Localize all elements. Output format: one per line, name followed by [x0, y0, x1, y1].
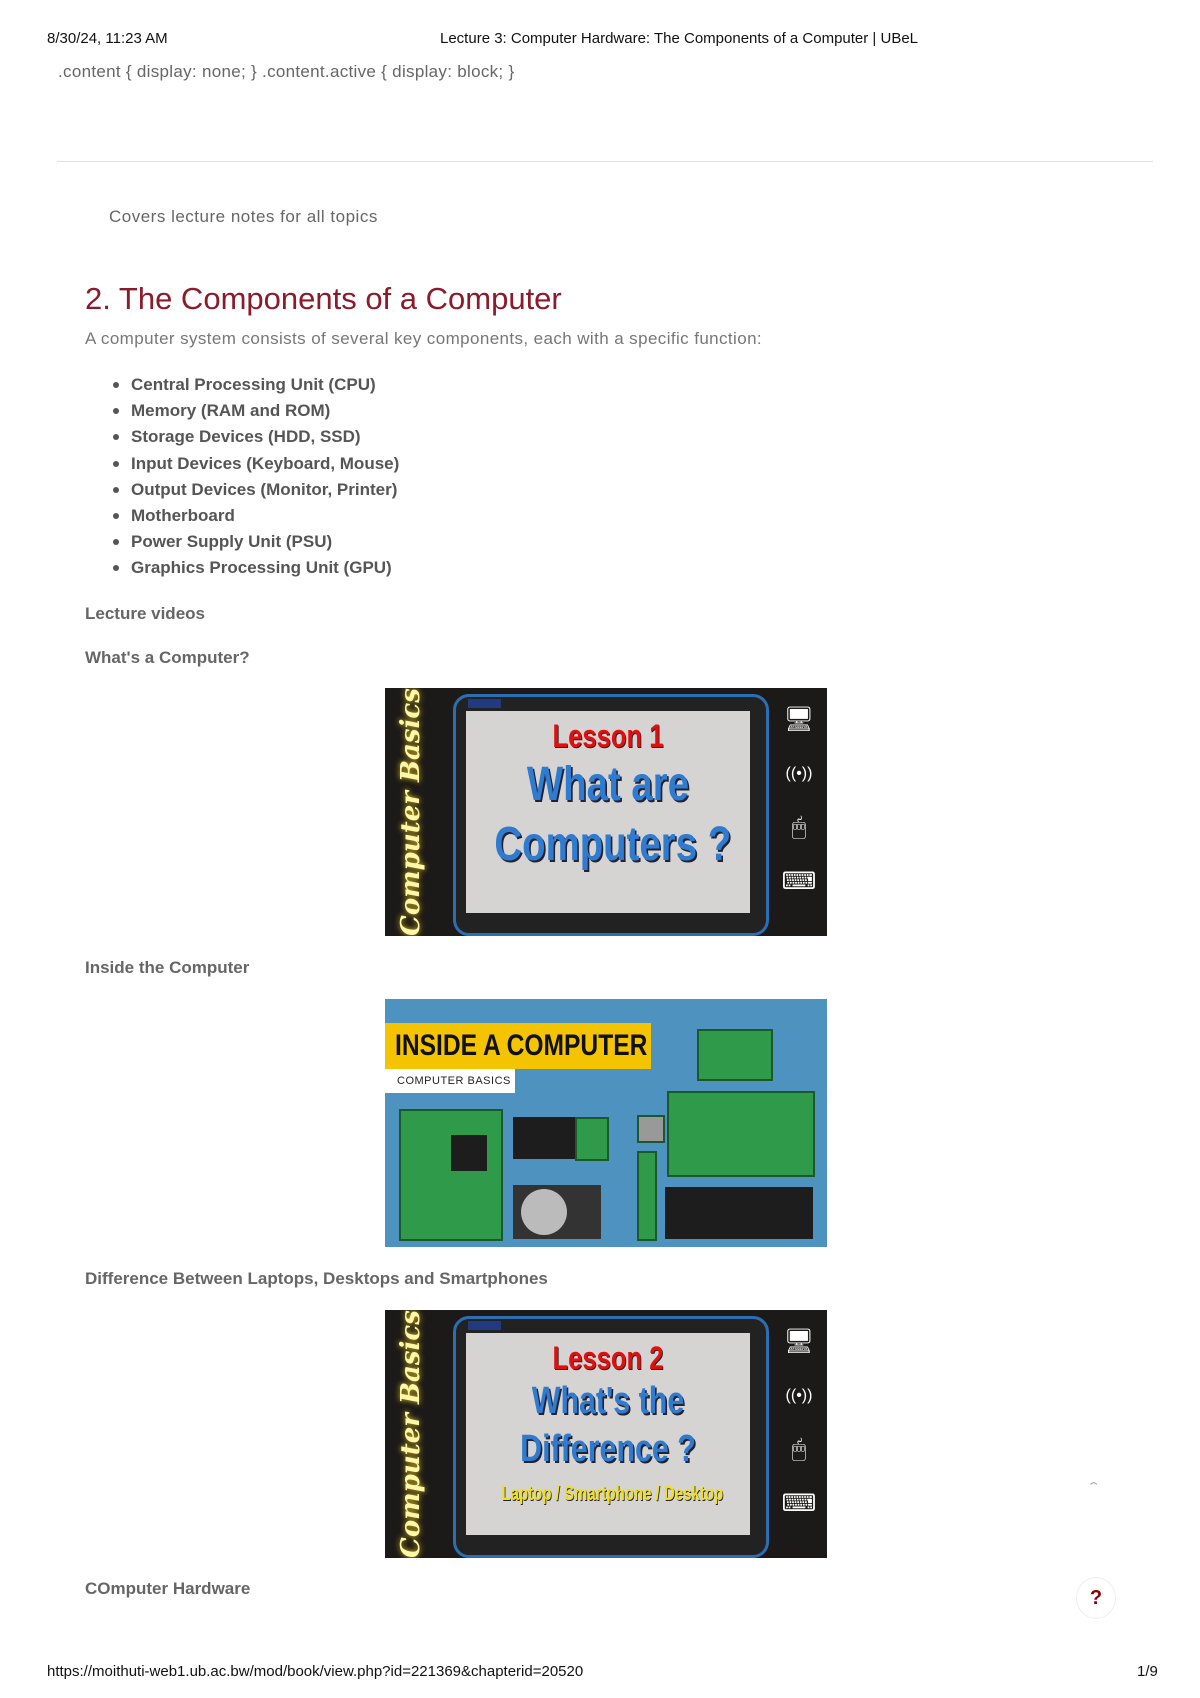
hdd-illustration — [513, 1185, 601, 1239]
list-item: Input Devices (Keyboard, Mouse) — [113, 451, 399, 477]
list-item-text: Input Devices (Keyboard, Mouse) — [131, 453, 400, 473]
thumb-line1: What's the — [531, 1380, 685, 1422]
divider — [57, 161, 1153, 162]
bullet-icon — [113, 382, 119, 389]
thumb-line1: What are — [526, 758, 690, 811]
list-item: Central Processing Unit (CPU) — [113, 372, 399, 398]
list-item: Motherboard — [113, 503, 399, 529]
bullet-icon — [113, 460, 119, 467]
keyboard-icon: ⌨ — [781, 868, 817, 895]
list-item-text: Power Supply Unit (PSU) — [131, 532, 333, 552]
mouse-icon: 🖱 — [791, 814, 807, 841]
keyboard-icon: ⌨ — [781, 1490, 817, 1517]
bullet-icon — [113, 539, 119, 546]
video-title-2: Inside the Computer — [85, 958, 250, 977]
thumb-side-text: Computer Basics — [396, 688, 426, 936]
thumb-lesson: Lesson 2 — [552, 1340, 664, 1376]
print-datetime: 8/30/24, 11:23 AM — [47, 30, 168, 47]
list-item-text: Memory (RAM and ROM) — [131, 401, 331, 421]
help-button[interactable]: ? — [1076, 1577, 1116, 1619]
css-leak-text: .content { display: none; } .content.act… — [58, 62, 515, 81]
list-item: Output Devices (Monitor, Printer) — [113, 477, 399, 503]
list-item-text: Output Devices (Monitor, Printer) — [131, 479, 398, 499]
video-title-1: What's a Computer? — [85, 648, 250, 667]
video-thumbnail-1[interactable]: Computer Basics Lesson 1 What are Comput… — [385, 688, 827, 936]
channel-badge — [468, 1321, 501, 1330]
list-item-text: Storage Devices (HDD, SSD) — [131, 427, 361, 447]
chevron-up-icon[interactable]: ⌃ — [1086, 1480, 1102, 1493]
wifi-icon: ((•)) — [785, 1387, 813, 1404]
footer-page-number: 1/9 — [1137, 1663, 1158, 1680]
section-intro: A computer system consists of several ke… — [85, 329, 763, 348]
thumb-lesson: Lesson 1 — [552, 718, 664, 754]
thumb-side-text: Computer Basics — [396, 1310, 426, 1558]
list-item: Power Supply Unit (PSU) — [113, 529, 399, 555]
monitor-icon: 🖥 — [783, 706, 815, 733]
print-page-title: Lecture 3: Computer Hardware: The Compon… — [440, 30, 919, 47]
thumb-line3: Laptop / Smartphone / Desktop — [501, 1483, 724, 1505]
bullet-icon — [113, 434, 119, 441]
book-summary: Covers lecture notes for all topics — [109, 207, 378, 226]
list-item-text: Central Processing Unit (CPU) — [131, 375, 376, 395]
bullet-icon — [113, 513, 119, 520]
mouse-icon: 🖱 — [791, 1436, 807, 1463]
bullet-icon — [113, 486, 119, 493]
footer-url: https://moithuti-web1.ub.ac.bw/mod/book/… — [47, 1663, 584, 1680]
components-list: Central Processing Unit (CPU) Memory (RA… — [113, 372, 399, 582]
list-item: Storage Devices (HDD, SSD) — [113, 424, 399, 450]
video-thumbnail-3[interactable]: Computer Basics Lesson 2 What's the Diff… — [385, 1310, 827, 1558]
thumb-subbanner: COMPUTER BASICS — [385, 1069, 515, 1093]
list-item: Graphics Processing Unit (GPU) — [113, 555, 399, 581]
section-title: 2. The Components of a Computer — [85, 281, 562, 316]
motherboard-illustration — [399, 1109, 503, 1241]
lecture-videos-heading: Lecture videos — [85, 604, 205, 623]
monitor-icon: 🖥 — [783, 1328, 815, 1355]
thumb-banner: INSIDE A COMPUTER — [395, 1029, 648, 1062]
list-item: Memory (RAM and ROM) — [113, 398, 399, 424]
channel-badge — [468, 699, 501, 708]
video-thumbnail-2[interactable]: INSIDE A COMPUTER COMPUTER BASICS — [385, 999, 827, 1247]
bullet-icon — [113, 565, 119, 572]
video-title-3: Difference Between Laptops, Desktops and… — [85, 1269, 548, 1288]
video-title-4: COmputer Hardware — [85, 1579, 251, 1598]
list-item-text: Graphics Processing Unit (GPU) — [131, 558, 392, 578]
thumb-line2: Difference ? — [520, 1428, 696, 1470]
thumb-line2: Computers ? — [494, 818, 732, 871]
bullet-icon — [113, 408, 119, 415]
list-item-text: Motherboard — [131, 506, 235, 526]
wifi-icon: ((•)) — [785, 765, 813, 782]
